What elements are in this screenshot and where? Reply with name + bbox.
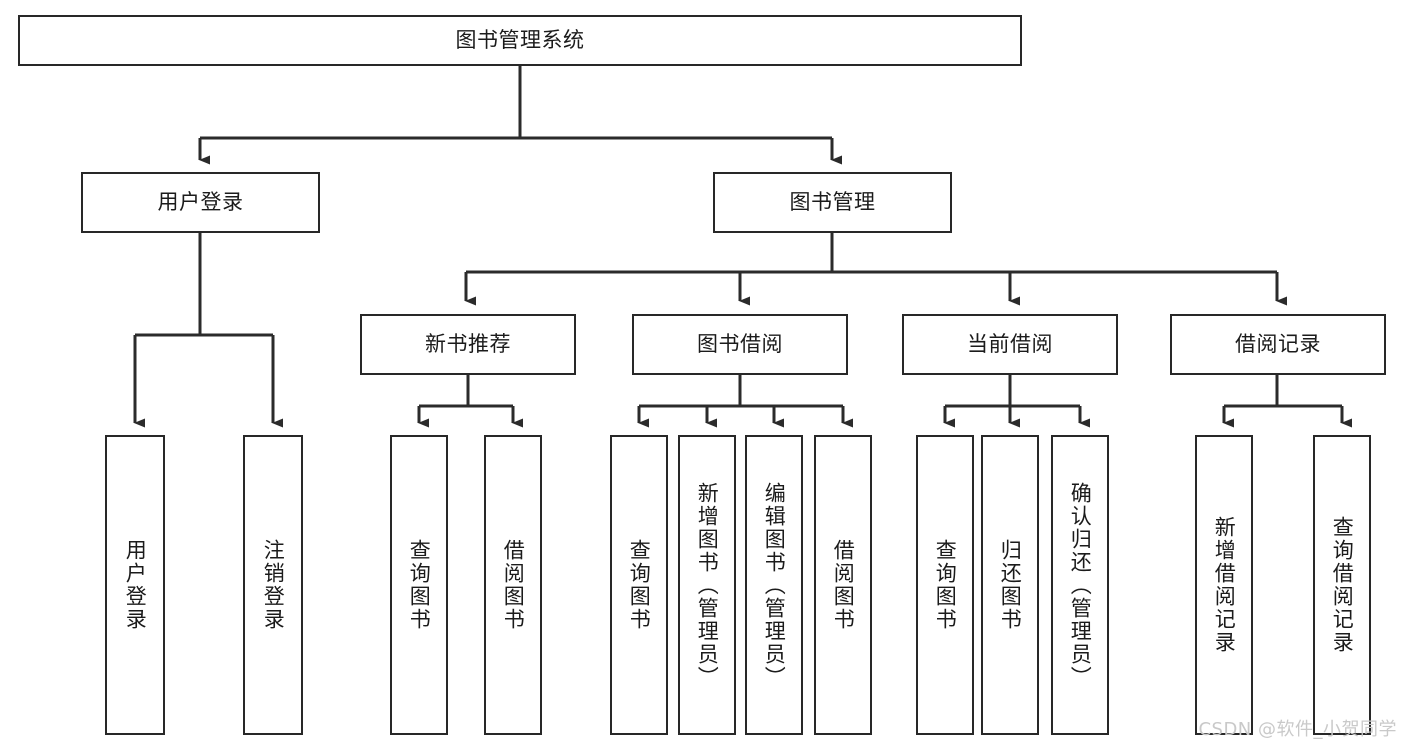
node-leaf-user-login-label: 用户登录 [123,539,148,631]
node-leaf-edit-book-label: 编辑图书（管理员） [762,481,787,689]
node-leaf-borrow-book-1[interactable]: 借阅图书 [484,435,542,735]
node-new-book-rec[interactable]: 新书推荐 [360,314,576,375]
node-user-login-label: 用户登录 [157,189,244,214]
node-leaf-edit-book[interactable]: 编辑图书（管理员） [745,435,803,735]
node-leaf-add-record[interactable]: 新增借阅记录 [1195,435,1253,735]
node-leaf-return-book-label: 归还图书 [998,539,1023,631]
node-book-manage[interactable]: 图书管理 [713,172,952,233]
node-leaf-query-book-1-label: 查询图书 [407,539,432,631]
node-current-borrow[interactable]: 当前借阅 [902,314,1118,375]
node-leaf-query-book-2[interactable]: 查询图书 [610,435,668,735]
node-leaf-logout-label: 注销登录 [261,539,286,631]
node-root[interactable]: 图书管理系统 [18,15,1022,66]
node-book-manage-label: 图书管理 [789,189,876,214]
node-book-borrow-label: 图书借阅 [697,331,783,356]
node-leaf-add-book[interactable]: 新增图书（管理员） [678,435,736,735]
node-leaf-query-book-3-label: 查询图书 [933,539,958,631]
node-leaf-confirm-return-label: 确认归还（管理员） [1068,481,1093,689]
node-book-borrow[interactable]: 图书借阅 [632,314,848,375]
node-leaf-query-book-2-label: 查询图书 [627,539,652,631]
node-leaf-query-book-1[interactable]: 查询图书 [390,435,448,735]
node-leaf-confirm-return[interactable]: 确认归还（管理员） [1051,435,1109,735]
node-leaf-add-book-label: 新增图书（管理员） [695,481,720,689]
node-borrow-record-label: 借阅记录 [1235,331,1321,356]
node-leaf-user-login[interactable]: 用户登录 [105,435,165,735]
node-borrow-record[interactable]: 借阅记录 [1170,314,1386,375]
node-user-login[interactable]: 用户登录 [81,172,320,233]
node-leaf-query-book-3[interactable]: 查询图书 [916,435,974,735]
watermark-text: CSDN @软件_小贺同学 [1198,719,1397,740]
node-leaf-borrow-book-2-label: 借阅图书 [831,539,856,631]
node-root-label: 图书管理系统 [455,27,585,52]
node-leaf-query-record-label: 查询借阅记录 [1330,516,1355,654]
node-leaf-query-record[interactable]: 查询借阅记录 [1313,435,1371,735]
node-leaf-return-book[interactable]: 归还图书 [981,435,1039,735]
node-leaf-borrow-book-1-label: 借阅图书 [501,539,526,631]
node-leaf-borrow-book-2[interactable]: 借阅图书 [814,435,872,735]
node-new-book-rec-label: 新书推荐 [425,331,511,356]
node-leaf-logout[interactable]: 注销登录 [243,435,303,735]
node-leaf-add-record-label: 新增借阅记录 [1212,516,1237,654]
node-current-borrow-label: 当前借阅 [967,331,1053,356]
